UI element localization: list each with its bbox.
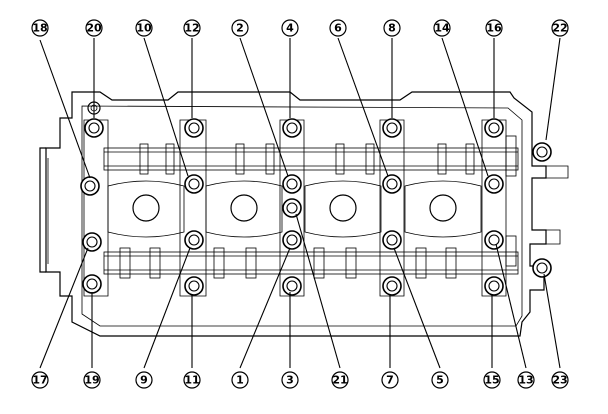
- callout-9-label: 9: [140, 374, 148, 387]
- callout-15: 15: [483, 371, 501, 389]
- bolt-3: [282, 276, 302, 296]
- callout-20: 20: [85, 19, 103, 37]
- callout-21-label: 21: [332, 374, 347, 387]
- callout-1: 1: [231, 371, 249, 389]
- callout-22-label: 22: [552, 22, 567, 35]
- bolt-1: [282, 230, 302, 250]
- bolt-2: [282, 174, 302, 194]
- bolt-9: [184, 230, 204, 250]
- callout-11-label: 11: [184, 374, 199, 387]
- cylinder-head-outline: [39, 91, 569, 337]
- callout-5: 5: [431, 371, 449, 389]
- leader-lines: [39, 37, 561, 369]
- bolt-4: [282, 118, 302, 138]
- callout-3-label: 3: [286, 374, 294, 387]
- callout-2-label: 2: [236, 22, 244, 35]
- bolt-22: [532, 142, 552, 162]
- callout-21: 21: [331, 371, 349, 389]
- bolt-8: [382, 118, 402, 138]
- bolt-18: [80, 176, 100, 196]
- callout-23-label: 23: [552, 374, 567, 387]
- bolt-20: [84, 118, 104, 138]
- callout-9: 9: [135, 371, 153, 389]
- callout-16: 16: [485, 19, 503, 37]
- callout-4: 4: [281, 19, 299, 37]
- callout-13: 13: [517, 371, 535, 389]
- callout-18: 18: [31, 19, 49, 37]
- callout-19: 19: [83, 371, 101, 389]
- bottom-callouts: 17 19 9 11 1 3 21 7 5 15 13 23: [31, 371, 569, 389]
- callout-5-label: 5: [436, 374, 444, 387]
- bolt-5: [382, 230, 402, 250]
- callout-14: 14: [433, 19, 451, 37]
- bolt-13: [484, 230, 504, 250]
- bolt-16: [484, 118, 504, 138]
- bolt-21: [282, 198, 302, 218]
- callout-20-label: 20: [86, 22, 102, 35]
- callout-11: 11: [183, 371, 201, 389]
- plug-wells: [107, 180, 482, 238]
- callout-10-label: 10: [136, 22, 152, 35]
- bolt-11: [184, 276, 204, 296]
- cylinder-head-bolts: [80, 118, 552, 296]
- callout-4-label: 4: [286, 22, 294, 35]
- callout-10: 10: [135, 19, 153, 37]
- callout-22: 22: [551, 19, 569, 37]
- callout-12: 12: [183, 19, 201, 37]
- bolt-10: [184, 174, 204, 194]
- callout-7: 7: [381, 371, 399, 389]
- callout-14-label: 14: [434, 22, 450, 35]
- bolt-7: [382, 276, 402, 296]
- callout-3: 3: [281, 371, 299, 389]
- bolt-6: [382, 174, 402, 194]
- callout-6-label: 6: [334, 22, 342, 35]
- bolt-19: [82, 274, 102, 294]
- bolt-12: [184, 118, 204, 138]
- callout-17: 17: [31, 371, 49, 389]
- callout-7-label: 7: [386, 374, 394, 387]
- callout-16-label: 16: [486, 22, 502, 35]
- top-callouts: 18 20 10 12 2 4 6 8 14 16 22: [31, 19, 569, 37]
- callout-15-label: 15: [484, 374, 499, 387]
- upper-cam-lobes: [139, 143, 475, 175]
- bolt-17: [82, 232, 102, 252]
- bolt-14: [484, 174, 504, 194]
- callout-12-label: 12: [184, 22, 199, 35]
- bolt-15: [484, 276, 504, 296]
- callout-6: 6: [329, 19, 347, 37]
- callout-18-label: 18: [32, 22, 47, 35]
- callout-19-label: 19: [84, 374, 99, 387]
- callout-8: 8: [383, 19, 401, 37]
- callout-1-label: 1: [236, 374, 244, 387]
- callout-2: 2: [231, 19, 249, 37]
- callout-23: 23: [551, 371, 569, 389]
- callout-17-label: 17: [32, 374, 47, 387]
- lower-cam-lobes: [119, 247, 457, 279]
- callout-8-label: 8: [388, 22, 396, 35]
- callout-13-label: 13: [518, 374, 533, 387]
- bolt-23: [532, 258, 552, 278]
